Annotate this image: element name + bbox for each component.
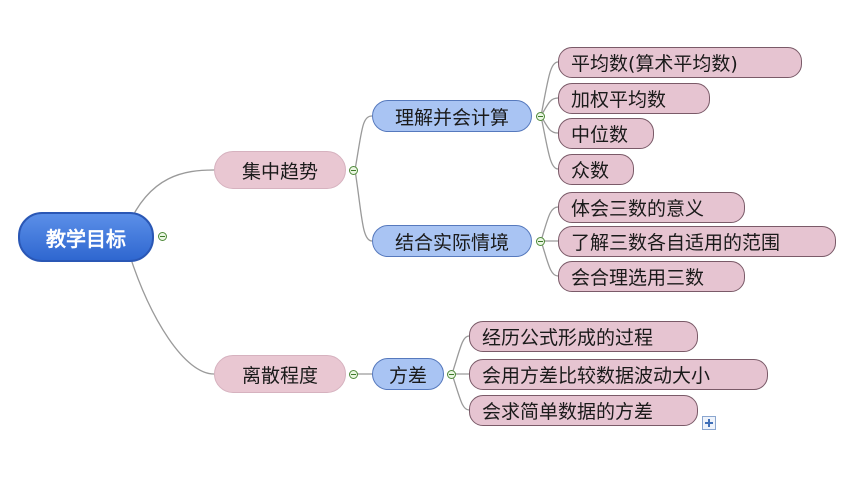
leaf-item[interactable]: 会合理选用三数 [558,261,745,292]
connector-root-dispersion [127,249,215,375]
leaf-label: 加权平均数 [571,89,667,111]
group-variance[interactable]: 方差 [372,358,444,390]
group-context[interactable]: 结合实际情境 [372,225,532,257]
leaf-label: 体会三数的意义 [571,198,705,220]
connector-compute-leaf-4 [540,115,559,170]
connector-context-leaf-3 [540,240,559,277]
leaf-item[interactable]: 会用方差比较数据波动大小 [469,359,768,390]
branch-label: 集中趋势 [241,160,318,183]
leaf-label: 平均数(算术平均数) [571,53,738,75]
group-label: 理解并会计算 [394,106,509,129]
connector-variance-leaf-1 [451,335,470,375]
leaf-item[interactable]: 加权平均数 [558,83,710,114]
collapse-minus-icon[interactable] [158,232,167,241]
collapse-minus-icon[interactable] [349,370,358,379]
collapse-minus-icon[interactable] [536,237,545,246]
leaf-label: 经历公式形成的过程 [482,327,654,349]
root-node[interactable]: 教学目标 [18,212,154,262]
leaf-label: 中位数 [571,124,629,146]
connector-context-leaf-1 [540,206,559,242]
leaf-item[interactable]: 体会三数的意义 [558,192,745,223]
leaf-item[interactable]: 会求简单数据的方差 [469,395,698,426]
collapse-minus-icon[interactable] [349,166,358,175]
leaf-item[interactable]: 了解三数各自适用的范围 [558,226,836,257]
leaf-item[interactable]: 平均数(算术平均数) [558,47,802,78]
connector-concentration-compute [354,115,373,171]
connector-root-concentration [127,169,215,227]
leaf-item[interactable]: 经历公式形成的过程 [469,321,698,352]
connector-compute-leaf-1 [540,61,559,117]
group-compute[interactable]: 理解并会计算 [372,100,532,132]
branch-dispersion[interactable]: 离散程度 [214,355,346,393]
connector-variance-leaf-3 [451,373,470,411]
leaf-label: 众数 [571,160,610,182]
expand-plus-icon[interactable] [702,416,716,430]
leaf-label: 会合理选用三数 [571,267,705,289]
leaf-item[interactable]: 众数 [558,154,634,185]
collapse-minus-icon[interactable] [536,112,545,121]
leaf-label: 会用方差比较数据波动大小 [482,365,711,387]
branch-concentration[interactable]: 集中趋势 [214,151,346,189]
root-node-label: 教学目标 [46,226,126,251]
group-label: 方差 [388,364,427,387]
collapse-minus-icon[interactable] [447,370,456,379]
branch-label: 离散程度 [241,364,318,387]
leaf-item[interactable]: 中位数 [558,118,654,149]
leaf-label: 了解三数各自适用的范围 [571,232,781,254]
group-label: 结合实际情境 [394,231,509,254]
connector-concentration-context [354,169,373,242]
leaf-label: 会求简单数据的方差 [482,401,654,423]
